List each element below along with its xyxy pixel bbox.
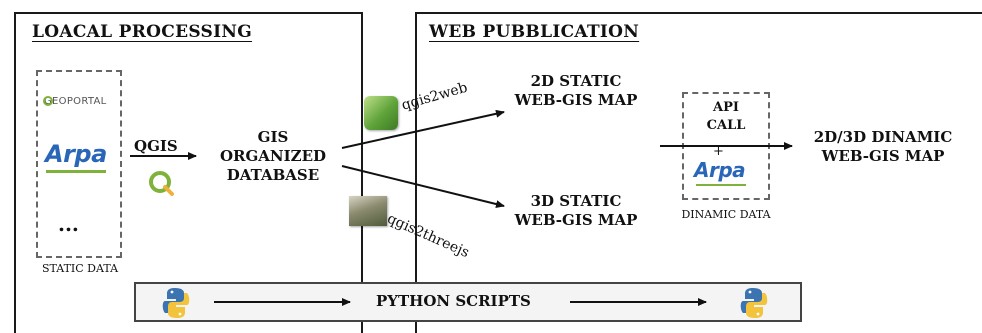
- arpa-logo-bar: [46, 170, 106, 173]
- static-data-label: STATIC DATA: [41, 262, 119, 275]
- static-data-box: [36, 70, 122, 258]
- geoportal-icon: [43, 96, 53, 106]
- qgis-label: QGIS: [134, 137, 178, 155]
- database-line3: DATABASE: [226, 165, 320, 184]
- map-2d-line2: WEB-GIS MAP: [514, 90, 638, 109]
- more-sources-ellipsis: ...: [58, 212, 79, 236]
- api-line2: CALL: [706, 118, 746, 134]
- api-line1: API: [713, 100, 739, 115]
- qgis-icon: [149, 171, 174, 196]
- arpa-dynamic-logo: Arpa: [694, 158, 746, 182]
- api-call-label: API CALL: [690, 100, 762, 135]
- map-3d-line2: WEB-GIS MAP: [514, 210, 638, 229]
- map-2d-label: 2D STATIC WEB-GIS MAP: [506, 72, 646, 110]
- qgis2threejs-icon: [349, 196, 387, 226]
- map-3d-label: 3D STATIC WEB-GIS MAP: [506, 192, 646, 230]
- plus-sign: +: [713, 144, 724, 159]
- dynamic-data-label: DINAMIC DATA: [681, 208, 771, 221]
- arpa-dynamic-logo-bar: [696, 184, 746, 186]
- local-processing-title: LOACAL PROCESSING: [32, 22, 253, 42]
- python-icon-right: [740, 288, 768, 318]
- python-scripts-label: PYTHON SCRIPTS: [376, 292, 531, 310]
- arpa-logo: Arpa: [45, 140, 107, 168]
- map-2d-line1: 2D STATIC: [530, 72, 622, 90]
- database-line1: GIS: [257, 128, 289, 146]
- qgis2web-icon: [364, 96, 398, 130]
- web-publication-title: WEB PUBBLICATION: [429, 22, 640, 42]
- gis-database-label: GIS ORGANIZED DATABASE: [214, 128, 332, 184]
- web-publication-panel: [415, 12, 982, 333]
- final-map-label: 2D/3D DINAMIC WEB-GIS MAP: [794, 128, 972, 166]
- arrow-to-3d-map: [341, 165, 505, 208]
- arrow-to-2d-map: [341, 109, 505, 149]
- final-line2: WEB-GIS MAP: [821, 146, 945, 165]
- python-icon-left: [162, 288, 190, 318]
- geoportal-logo: GEOPORTAL: [44, 96, 107, 107]
- database-line2: ORGANIZED: [219, 146, 327, 165]
- map-3d-line1: 3D STATIC: [530, 192, 622, 210]
- final-line1: 2D/3D DINAMIC: [813, 128, 953, 146]
- local-processing-panel: [14, 12, 363, 333]
